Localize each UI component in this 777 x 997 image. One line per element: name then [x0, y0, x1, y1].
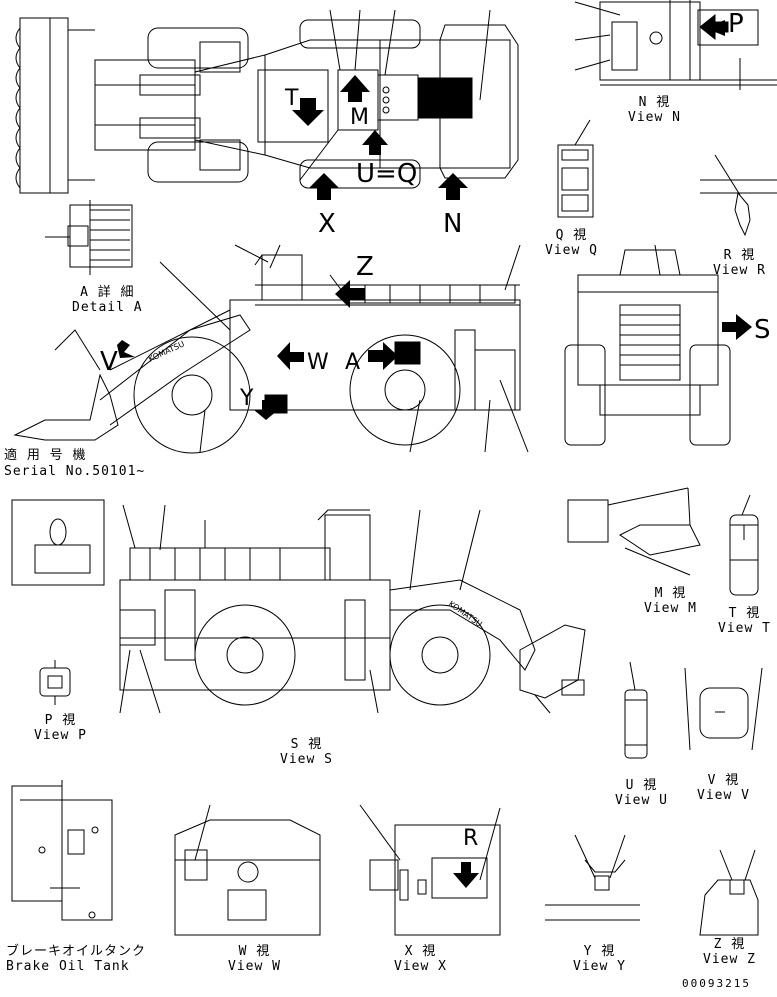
view-u-en: View U: [615, 793, 668, 808]
view-z-en: View Z: [703, 952, 756, 967]
view-v-drawing: [684, 667, 763, 751]
callout-t: T: [285, 86, 299, 111]
view-x-arrow: [453, 862, 479, 888]
view-q-en: View Q: [545, 243, 598, 258]
detail-a-jp: A 詳 細: [80, 285, 135, 300]
callout-n: N: [443, 209, 463, 239]
serial-label-drawing: [11, 499, 105, 586]
view-p-drawing: [39, 660, 71, 705]
callout-z: Z: [356, 252, 374, 282]
view-s-en: View S: [280, 752, 333, 767]
view-t-en: View T: [718, 621, 771, 636]
brake-tank-en: Brake Oil Tank: [6, 959, 130, 974]
callout-x: X: [318, 209, 336, 239]
view-s-jp: S 視: [290, 737, 323, 752]
left-side-view: KOMATSU: [13, 244, 529, 454]
view-y-drawing: [545, 834, 640, 921]
callout-p: P: [728, 9, 744, 39]
view-n-jp: N 視: [638, 95, 671, 110]
callout-r: R: [463, 826, 479, 851]
view-t-drawing: [729, 494, 759, 596]
view-t-jp: T 視: [728, 606, 761, 621]
serial-en: Serial No.50101~: [4, 464, 146, 479]
callout-m: M: [350, 105, 369, 130]
view-n-en: View N: [628, 110, 681, 125]
view-r-jp: R 視: [723, 248, 756, 263]
view-r-drawing: [700, 154, 777, 237]
svg-text:KOMATSU: KOMATSU: [447, 599, 484, 629]
callout-y: Y: [240, 386, 254, 411]
view-q-drawing: [557, 119, 594, 218]
drawing-number: 00093215: [682, 977, 751, 990]
view-n-drawing: [574, 0, 777, 90]
view-w-en: View W: [228, 959, 281, 974]
view-w-drawing: [174, 804, 321, 936]
view-s-arrow: [722, 314, 752, 340]
view-m-jp: M 視: [654, 586, 687, 601]
view-r-en: View R: [713, 263, 766, 278]
detail-a-drawing: [45, 200, 133, 275]
view-p-jp: P 視: [44, 713, 77, 728]
view-y-en: View Y: [573, 959, 626, 974]
callout-s: S: [754, 315, 771, 345]
view-m-en: View M: [644, 601, 697, 616]
view-u-drawing: [624, 661, 648, 759]
callout-uq: U=Q: [356, 159, 418, 189]
serial-jp: 適 用 号 機: [4, 448, 87, 463]
view-z-jp: Z 視: [713, 937, 746, 952]
view-y-jp: Y 視: [583, 944, 616, 959]
view-x-en: View X: [394, 959, 447, 974]
brake-tank-jp: ブレーキオイルタンク: [6, 944, 147, 959]
view-v-jp: V 視: [707, 773, 740, 788]
view-z-drawing: [699, 849, 759, 936]
view-q-jp: Q 視: [555, 228, 588, 243]
view-s-front-drawing: [564, 244, 731, 446]
callout-a: A: [345, 350, 361, 375]
view-w-jp: W 視: [238, 944, 271, 959]
view-p-en: View P: [34, 728, 87, 743]
view-arrows-side: [117, 280, 398, 420]
brake-tank-drawing: [11, 780, 113, 921]
view-u-jp: U 視: [625, 778, 658, 793]
view-x-drawing: [359, 804, 501, 936]
top-plan-view: [15, 9, 519, 194]
right-side-view: KOMATSU: [119, 504, 586, 714]
callout-w: W: [307, 350, 329, 375]
view-v-en: View V: [697, 788, 750, 803]
detail-a-en: Detail A: [72, 300, 143, 315]
view-x-jp: X 視: [404, 944, 437, 959]
callout-v: V: [100, 347, 118, 377]
view-m-drawing: [567, 487, 701, 576]
